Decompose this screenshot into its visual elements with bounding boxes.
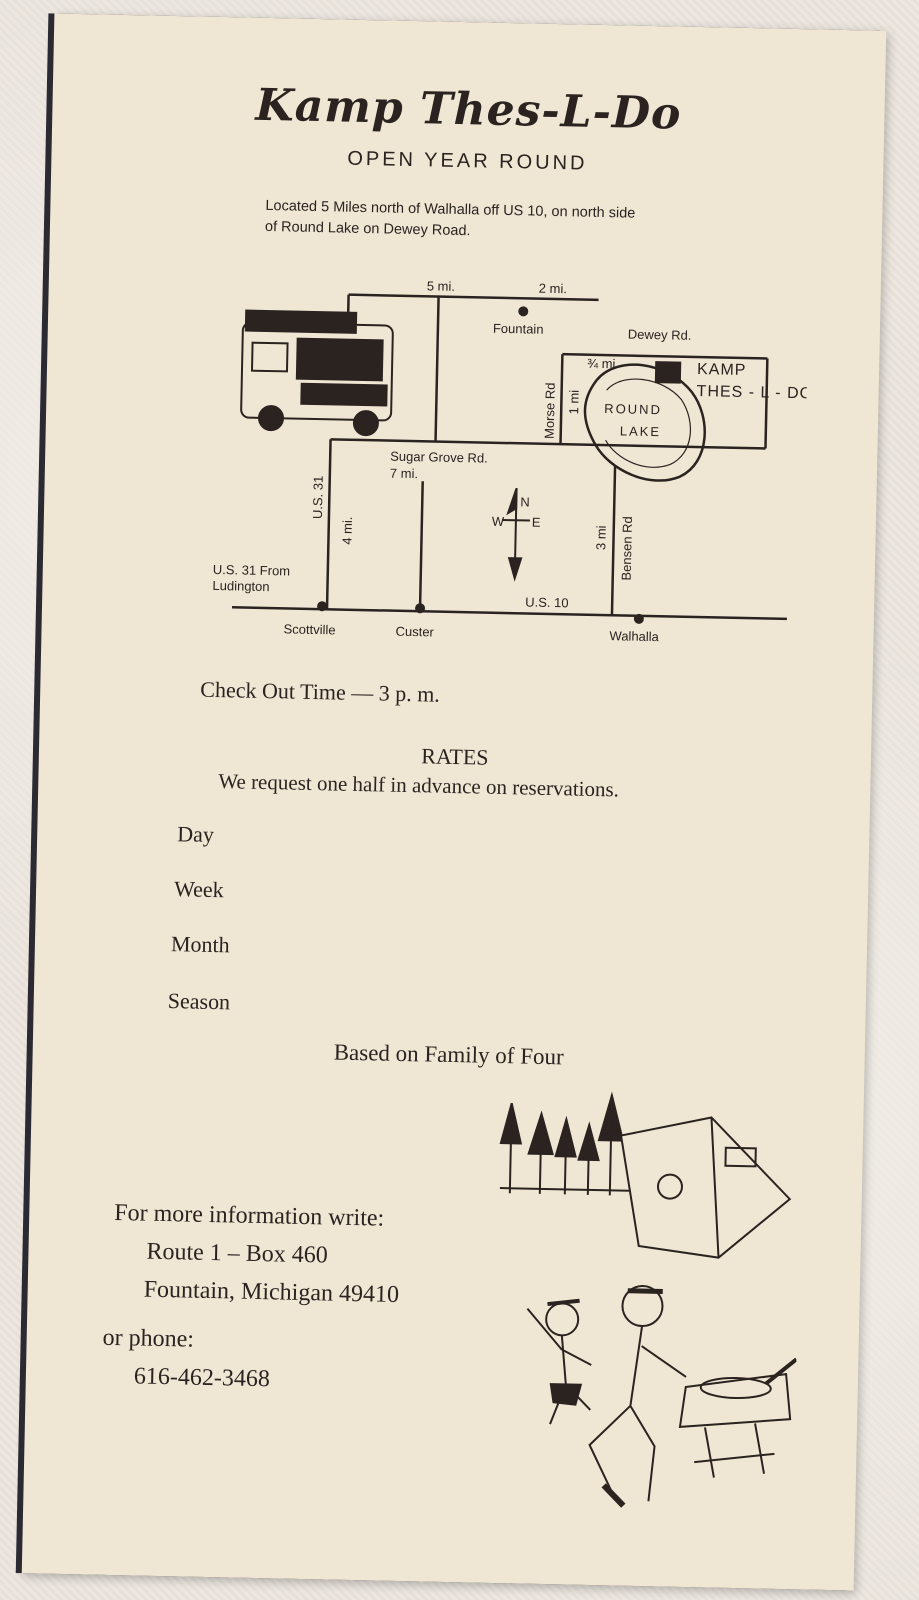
label-us10: U.S. 10 [525, 594, 569, 610]
label-fountain: Fountain [493, 321, 544, 337]
label-three-quarter-mi: ¾ mi [587, 356, 616, 372]
label-kamp-name: THES - L - DO [696, 383, 809, 402]
location-description: Located 5 Miles north of Walhalla off US… [265, 196, 806, 249]
label-dewey-rd: Dewey Rd. [628, 327, 692, 343]
label-morse-rd: Morse Rd [542, 382, 558, 439]
contact-address-1: Route 1 – Box 460 [146, 1238, 329, 1269]
motorhome-illustration [240, 309, 394, 437]
checkout-time: Check Out Time — 3 p. m. [200, 676, 441, 707]
label-us31-from: U.S. 31 From [213, 562, 291, 579]
camping-illustration [499, 1091, 798, 1508]
rate-month: Month [170, 931, 230, 958]
rates-note: We request one half in advance on reserv… [218, 769, 620, 802]
rate-day: Day [177, 821, 215, 847]
brochure-card: Kamp Thes-L-Do OPEN YEAR ROUND Located 5… [21, 13, 887, 1591]
label-4mi: 4 mi. [339, 516, 355, 544]
rate-week: Week [173, 876, 224, 903]
compass-w-label: W [492, 514, 505, 529]
label-scottville: Scottville [283, 621, 335, 637]
label-ludington: Ludington [212, 578, 269, 594]
brochure-subtitle: OPEN YEAR ROUND [347, 147, 588, 175]
label-7mi: 7 mi. [390, 466, 418, 482]
compass-n-label: N [520, 494, 530, 509]
label-kamp: KAMP [697, 361, 747, 379]
label-walhalla: Walhalla [609, 628, 659, 644]
label-bensen-rd: Bensen Rd [619, 516, 635, 581]
directions-map: W N E 5 mi. 2 mi. Fountain Dewey Rd. ¾ m… [212, 278, 809, 644]
label-2mi: 2 mi. [539, 281, 567, 297]
label-custer: Custer [395, 624, 434, 640]
rate-season: Season [167, 988, 231, 1015]
brochure-title: Kamp Thes-L-Do [255, 79, 682, 140]
contact-intro: For more information write: [114, 1199, 385, 1232]
rates-heading: RATES [421, 743, 489, 770]
label-us31: U.S. 31 [310, 476, 326, 520]
contact-address-2: Fountain, Michigan 49410 [143, 1276, 400, 1308]
label-lake: LAKE [620, 423, 662, 439]
label-1mi: 1 mi [566, 390, 582, 415]
label-3mi: 3 mi [593, 525, 609, 550]
label-round: ROUND [604, 401, 662, 417]
label-5mi: 5 mi. [427, 278, 455, 294]
compass-rose [501, 487, 530, 582]
family-note: Based on Family of Four [333, 1039, 564, 1070]
contact-phone: 616-462-3468 [133, 1363, 271, 1393]
contact-phone-intro: or phone: [102, 1324, 195, 1353]
compass-e-label: E [532, 515, 541, 530]
label-sugar-grove-rd: Sugar Grove Rd. [390, 449, 488, 466]
